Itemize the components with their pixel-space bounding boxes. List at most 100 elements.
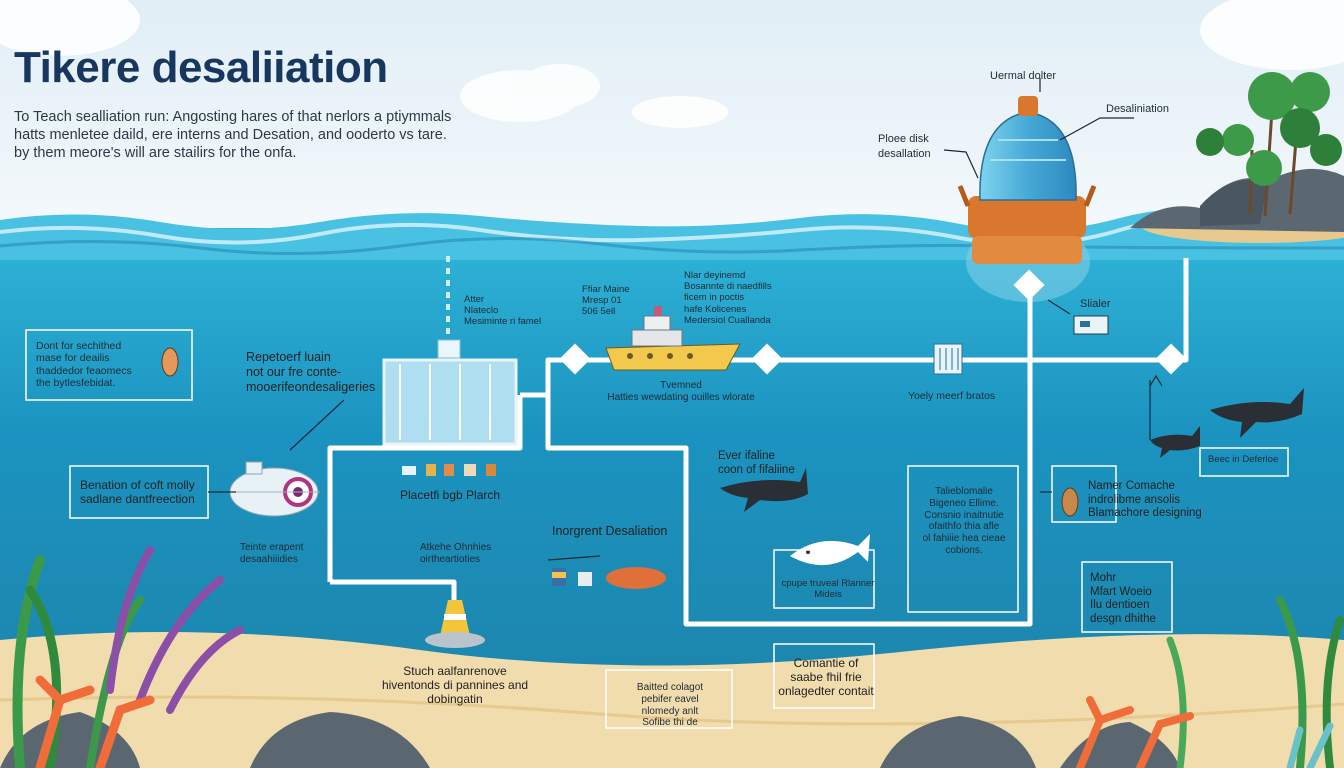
label-line: cpupe truveal Rlanner — [781, 578, 875, 589]
bottom-mid-box: Baitted colagot pebifer eavel nlomedy an… — [614, 682, 726, 729]
label-line: Nlateclo — [464, 305, 499, 317]
filter-tank-icon — [382, 256, 518, 446]
whale-icon — [720, 388, 1304, 512]
label-line: Ilu dentioen — [1090, 599, 1150, 612]
intro-line: hatts menletee daild, ere interns and De… — [14, 127, 447, 144]
whale-caption: cpupe truveal Rlanner Mideis — [780, 578, 876, 600]
label-line: Teinte erapent — [240, 542, 304, 553]
label-line: ofaithfo thia afle — [928, 521, 1000, 533]
plant-label: Placetfi bgb Plarch — [400, 488, 501, 502]
label-line: Ever ifaline — [718, 450, 775, 462]
label-line: coon of fifaliine — [718, 463, 795, 476]
label-line: mase for deailis — [36, 352, 110, 365]
left-mid-box: Benation of coft molly sadlane dantfreec… — [80, 478, 195, 506]
label-line: not our fre conte- — [246, 364, 342, 379]
label-line: onlagedter contait — [778, 684, 874, 699]
label-line: sadlane dantfreection — [80, 492, 195, 507]
label-line: Stuch aalfanrenove — [403, 664, 507, 678]
label-line: desallation — [878, 148, 931, 161]
tree-icon — [1196, 72, 1342, 217]
label-line: Medersiol Cuallanda — [684, 314, 771, 326]
label-line: hafe Kolicenes — [684, 303, 747, 315]
intro-paragraph: To Teach sealliation run: Angosting hare… — [14, 108, 452, 162]
ship-right-label: Nlar deyinemd Bosannte di naedfills fice… — [684, 270, 772, 326]
page-title: Tikere desaliiation — [14, 43, 388, 92]
label-line: pebifer eavel — [641, 693, 699, 705]
label-line: indrolibme ansolis — [1088, 493, 1181, 506]
right-mid-label: Yoely meerf bratos — [908, 390, 996, 402]
mid-caption: Atkehe Ohnhies oirtheartioties — [420, 542, 491, 566]
intro-line: To Teach sealliation run: Angosting hare… — [14, 109, 452, 125]
label-line: Benation of coft molly — [80, 478, 195, 492]
label-line: Repetoerf luain — [246, 350, 331, 364]
label-line: nlomedy anlt — [641, 705, 699, 717]
place-desal-label: Ploee disk desallation — [878, 132, 931, 163]
repeat-info-box: Repetoerf luain not our fre conte- mooer… — [246, 350, 375, 394]
bottom-right-box: Comantie of saabe fhil frie onlagedter c… — [776, 656, 876, 698]
seaweed-icon — [12, 555, 1344, 768]
label-line: desaahiiidies — [240, 553, 298, 565]
label-line: thaddedor feaomecs — [36, 364, 132, 377]
label-line: Atter — [464, 294, 485, 305]
desal-tower — [957, 96, 1097, 302]
label-line: Namer Comache — [1088, 480, 1175, 492]
label-line: Ploee disk — [878, 133, 929, 145]
label-line: dobingatin — [427, 692, 483, 707]
label-line: Sofibe thi de — [642, 717, 698, 729]
label-line: oirtheartioties — [420, 553, 481, 565]
label-line: Mesiminte ri famel — [464, 316, 542, 328]
sea — [0, 228, 1344, 688]
mini-icons — [402, 464, 496, 476]
ever-label: Ever ifaline coon of fifaliine — [718, 450, 795, 477]
desalination-label: Desaliniation — [1106, 103, 1169, 115]
label-line: Mohr — [1090, 572, 1117, 584]
label-line: Hatties wewdating ouilles wlorate — [607, 391, 755, 403]
label-line: Mfart Woeio — [1090, 585, 1152, 598]
label-line: mooerifeondesaligeries — [246, 379, 376, 394]
tall-info-box: Talieblomalie Bigeneo Ellime. Consnio in… — [914, 486, 1014, 557]
submarine-icon — [229, 461, 320, 517]
sensor-icon — [1073, 315, 1109, 335]
ship-icon — [605, 306, 741, 371]
coral-icon — [35, 546, 1334, 768]
label-line: Mideis — [814, 589, 842, 601]
label-line: Consnio inaitnutie — [924, 509, 1004, 521]
label-line: Nlar deyinemd — [684, 270, 746, 281]
label-line: ficem in poctis — [684, 292, 745, 304]
clouds — [0, 0, 1344, 128]
buoy-icon — [425, 600, 485, 648]
shell-icon — [161, 347, 1079, 589]
label-line: hiventonds di pannines and — [381, 678, 529, 693]
label-line: Dont for sechithed — [36, 340, 122, 352]
label-line: 506 5ell — [582, 306, 616, 318]
label-line: Baitted colagot — [636, 682, 704, 693]
left-info-box: Dont for sechithed mase for deailis thad… — [36, 340, 132, 390]
label-line: Ffiar Maine — [582, 284, 630, 295]
label-line: Talieblomalie — [935, 486, 993, 497]
label-line: Bigeneo Ellime. — [929, 497, 999, 509]
label-frames — [25, 329, 1289, 729]
label-line: Bosannte di naedfills — [684, 281, 772, 293]
intro-line: by them meore's will are stailirs for th… — [14, 145, 297, 162]
mohr-info-box: Mohr Mfart Woeio Ilu dentioen desgn dhit… — [1090, 572, 1156, 626]
ship-caption: Tvemned Hatties wewdating ouilles wlorat… — [596, 380, 766, 404]
leader-lines — [208, 78, 1163, 561]
filter-icon — [933, 343, 963, 375]
label-line: ol fahiiie hea cieae — [922, 533, 1006, 545]
far-right-box: Beec in Deferloe — [1208, 454, 1279, 465]
label-line: Tvemned — [660, 380, 702, 391]
tower-top-label: Uermal dolter — [990, 70, 1057, 82]
label-line: Comantie of — [793, 656, 859, 670]
label-line: Mresp 01 — [582, 295, 622, 307]
label-line: Atkehe Ohnhies — [420, 542, 492, 553]
rock-icon — [0, 712, 1180, 768]
pipe-note-label: Atter Nlateclo Mesiminte ri famel — [464, 294, 541, 328]
narrow-info-box: Namer Comache indrolibme ansolis Blamach… — [1088, 480, 1202, 521]
shiler-label: Slialer — [1080, 298, 1111, 310]
label-line: Blamachore designing — [1088, 507, 1202, 520]
label-line: the bytlesfebidat. — [36, 377, 116, 390]
ship-left-label: Ffiar Maine Mresp 01 506 5ell — [582, 284, 630, 318]
label-line: cobions. — [945, 544, 983, 556]
tube-caption: Teinte erapent desaahiiidies — [240, 542, 303, 566]
